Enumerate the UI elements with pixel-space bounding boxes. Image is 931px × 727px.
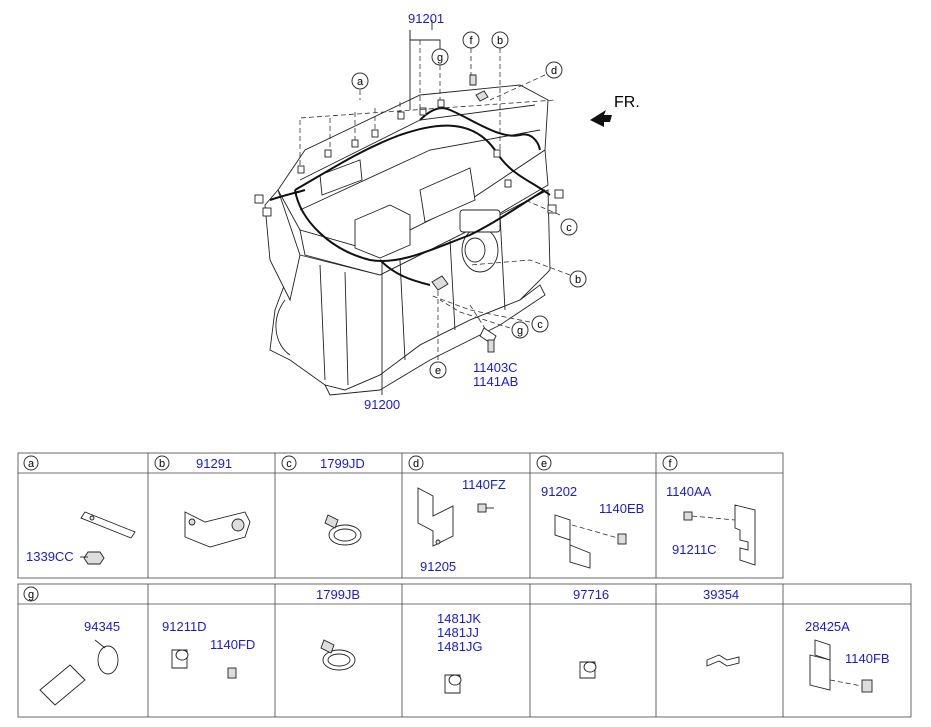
cell-1799jb: 1799JB — [316, 587, 360, 671]
callout-c-bottom: c — [531, 315, 549, 333]
callout-b-top: b — [491, 31, 509, 49]
cell-b: b 91291 — [154, 455, 251, 548]
svg-text:g: g — [517, 325, 523, 337]
svg-text:a: a — [28, 458, 35, 470]
label-91211d: 91211D — [162, 619, 207, 634]
svg-text:g: g — [437, 52, 443, 64]
label-91202: 91202 — [541, 484, 577, 499]
svg-text:d: d — [413, 458, 419, 470]
svg-text:a: a — [357, 76, 364, 88]
svg-text:g: g — [28, 589, 34, 601]
harness-label-91201: 91201 — [408, 11, 444, 26]
callout-b-right: b — [569, 270, 587, 288]
label-1481jk: 1481JK — [437, 611, 481, 626]
callout-e: e — [429, 361, 447, 379]
cell-c: c 1799JD — [281, 455, 365, 546]
wiring-harness — [254, 74, 564, 291]
header-1799jd: 1799JD — [320, 456, 365, 471]
cell-f: f 1140AA 91211C — [662, 455, 756, 566]
svg-text:c: c — [537, 319, 543, 331]
label-1481jj: 1481JJ — [437, 625, 479, 640]
label-91211c: 91211C — [672, 542, 717, 557]
callout-c-right: c — [560, 218, 578, 236]
front-label: FR. — [614, 94, 640, 111]
label-1339cc: 1339CC — [26, 549, 74, 564]
label-1140aa: 1140AA — [666, 484, 712, 499]
svg-text:c: c — [566, 222, 572, 234]
bolt-label-1: 11403C — [473, 360, 518, 375]
svg-text:b: b — [159, 458, 165, 470]
cell-d: d 1140FZ 91205 — [408, 455, 506, 574]
header-39354: 39354 — [703, 587, 739, 602]
cell-g2: 91211D 1140FD — [162, 619, 255, 679]
svg-text:d: d — [551, 65, 557, 77]
svg-text:e: e — [541, 458, 547, 470]
callout-f: f — [462, 31, 480, 49]
cell-39354: 39354 — [703, 587, 740, 667]
svg-text:b: b — [497, 35, 503, 47]
callout-g-top: g — [431, 48, 449, 66]
label-1140fd: 1140FD — [210, 637, 255, 652]
svg-text:f: f — [668, 458, 672, 470]
engine-illustration — [264, 84, 551, 396]
label-1140fz: 1140FZ — [462, 477, 506, 492]
cell-1481: 1481JK 1481JJ 1481JG — [437, 611, 483, 694]
leader-lines — [299, 20, 571, 395]
harness-label-91200: 91200 — [364, 397, 400, 412]
svg-text:e: e — [435, 365, 441, 377]
svg-text:f: f — [469, 35, 473, 47]
bolt-11403c — [479, 327, 497, 353]
label-94345: 94345 — [84, 619, 120, 634]
svg-text:c: c — [286, 458, 292, 470]
parts-table — [17, 452, 912, 718]
header-1799jb: 1799JB — [316, 587, 360, 602]
label-1140fb: 1140FB — [845, 651, 890, 666]
label-1140eb: 1140EB — [599, 501, 644, 516]
cell-e: e 91202 1140EB — [536, 455, 644, 569]
cell-a: a 1339CC — [23, 455, 136, 565]
header-91291: 91291 — [196, 456, 232, 471]
label-1481jg: 1481JG — [437, 639, 483, 654]
front-arrow-icon — [590, 110, 612, 127]
callout-g-bottom: g — [511, 321, 529, 339]
cell-28425a: 28425A 1140FB — [805, 619, 890, 693]
header-97716: 97716 — [573, 587, 609, 602]
bolt-label-2: 1141AB — [473, 374, 518, 389]
cell-97716: 97716 — [573, 587, 609, 679]
cell-g: g 94345 — [23, 586, 120, 706]
label-28425a: 28425A — [805, 619, 850, 634]
callout-a: a — [351, 72, 369, 90]
callout-d: d — [545, 61, 563, 79]
label-91205: 91205 — [420, 559, 456, 574]
svg-text:b: b — [575, 274, 581, 286]
